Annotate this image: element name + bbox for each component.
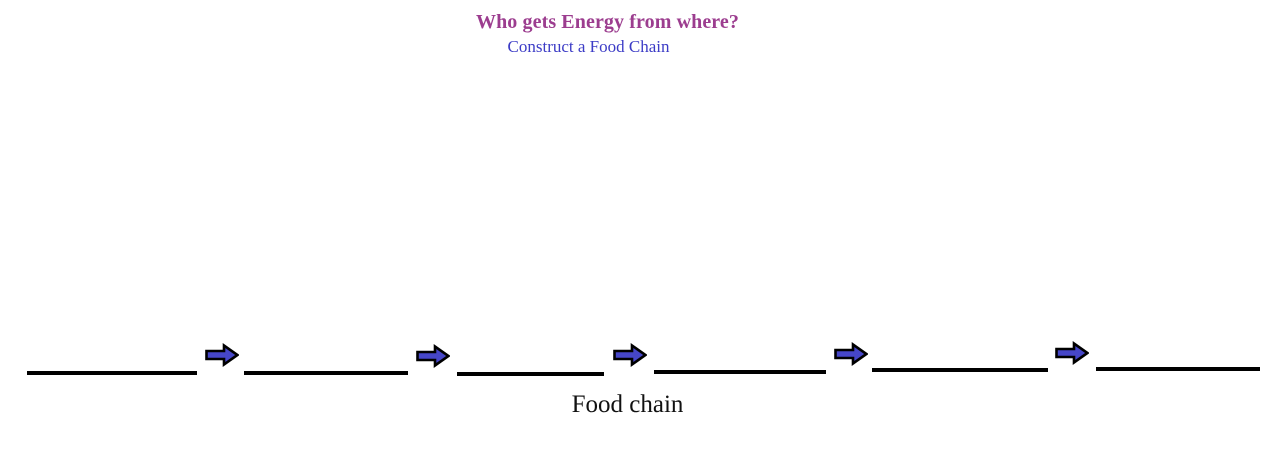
food-chain-caption: Food chain bbox=[571, 391, 684, 418]
worksheet-header: Who gets Energy from where? Construct a … bbox=[0, 0, 1283, 66]
right-arrow-icon bbox=[416, 344, 450, 368]
food-chain-blank[interactable] bbox=[27, 371, 197, 375]
page-title: Who gets Energy from where? bbox=[475, 11, 740, 33]
food-chain-blank[interactable] bbox=[457, 372, 604, 376]
right-arrow-icon bbox=[205, 343, 239, 367]
food-chain-blank[interactable] bbox=[1096, 367, 1260, 371]
right-arrow-icon bbox=[613, 343, 647, 367]
page-subtitle: Construct a Food Chain bbox=[507, 37, 670, 56]
food-chain-blank[interactable] bbox=[654, 370, 826, 374]
food-chain-row bbox=[0, 334, 1283, 390]
right-arrow-icon bbox=[1055, 341, 1089, 365]
right-arrow-icon bbox=[834, 342, 868, 366]
food-chain-blank[interactable] bbox=[244, 371, 408, 375]
food-chain-drop-area[interactable] bbox=[0, 66, 1283, 334]
food-chain-blank[interactable] bbox=[872, 368, 1048, 372]
